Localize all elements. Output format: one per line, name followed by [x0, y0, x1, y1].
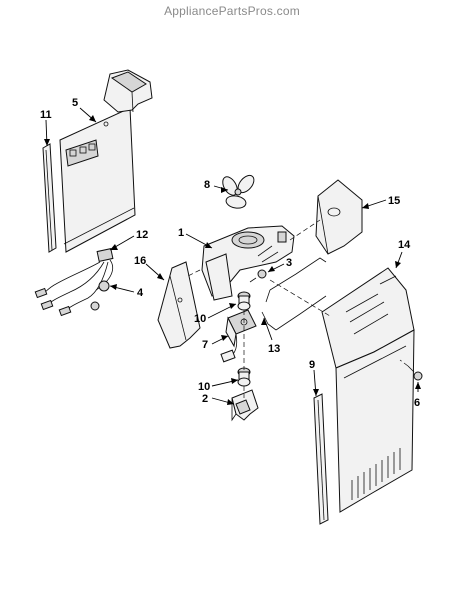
callout-9: 9 — [309, 359, 315, 371]
callout-10-upper: 10 — [194, 313, 206, 325]
assembly-lines — [187, 219, 409, 398]
part-13-bracket — [261, 257, 327, 331]
part-10-hub-lower — [237, 367, 251, 387]
callout-8: 8 — [204, 179, 210, 191]
callout-6: 6 — [414, 397, 420, 409]
part-9-strip — [313, 393, 329, 525]
part-16-side-panel — [157, 261, 201, 349]
part-11-strip — [42, 143, 57, 253]
part-15-panel — [315, 179, 363, 255]
arrowheads — [44, 115, 421, 405]
part-14-cover — [321, 267, 415, 513]
part-3-screw — [249, 269, 267, 283]
callout-3: 3 — [286, 257, 292, 269]
callout-14: 14 — [398, 239, 411, 251]
vent-slots — [351, 448, 401, 500]
callout-5: 5 — [72, 97, 78, 109]
callout-13: 13 — [268, 343, 280, 355]
callout-16: 16 — [134, 255, 146, 267]
part-5-panel — [59, 69, 153, 253]
part-6-screw — [407, 365, 423, 381]
callout-10-lower: 10 — [198, 381, 210, 393]
callout-4: 4 — [137, 287, 144, 299]
part-12-wire-harness — [34, 248, 114, 317]
watermark: AppliancePartsPros.com — [164, 4, 300, 18]
part-10-hub-upper — [237, 291, 251, 311]
callout-2: 2 — [202, 393, 208, 405]
callout-12: 12 — [136, 229, 148, 241]
callout-15: 15 — [388, 195, 400, 207]
part-7-motor — [220, 309, 257, 363]
part-2-bracket — [231, 389, 259, 422]
callout-1: 1 — [178, 227, 184, 239]
part-1-fan-housing — [201, 225, 295, 301]
callout-11: 11 — [40, 109, 52, 121]
callout-labels: 11 5 12 4 16 1 8 3 10 7 13 10 2 15 14 9 … — [40, 97, 420, 409]
callout-7: 7 — [202, 339, 208, 351]
